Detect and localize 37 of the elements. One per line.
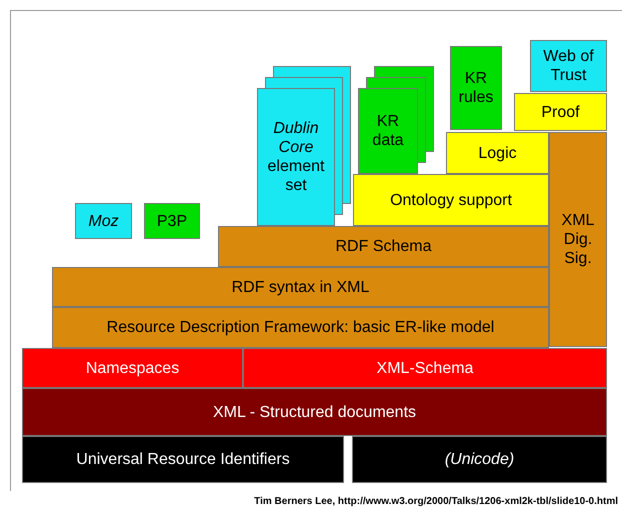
layer-label: KR rules — [458, 69, 494, 107]
layer-label: KR data — [371, 112, 405, 150]
layer-label: RDF syntax in XML — [232, 278, 370, 296]
layer-block — [144, 203, 200, 239]
layer-label: XML Dig. Sig. — [560, 211, 596, 268]
layer-label: XML - Structured documents — [212, 402, 416, 422]
layer-block — [530, 40, 607, 92]
card-stack — [358, 66, 434, 174]
layer-label: Moz — [88, 212, 119, 230]
layer-block — [52, 307, 549, 348]
layer-block — [75, 203, 132, 239]
layer-label: Proof — [541, 102, 580, 122]
layer-block — [243, 348, 607, 388]
layer-block — [22, 436, 344, 483]
layer-block — [352, 436, 607, 483]
card-stack — [257, 66, 351, 226]
layer-block — [353, 174, 549, 226]
source-caption: Tim Berners Lee, http://www.w3.org/2000/Talks/1206-xml2k-tbl/slide10-0.html — [254, 496, 618, 507]
layer-label: (Unicode) — [444, 450, 514, 469]
layer-block — [22, 348, 243, 388]
layer-label: Web of Trust — [542, 47, 595, 85]
layer-label: XML-Schema — [376, 358, 474, 378]
layer-block — [218, 226, 549, 267]
layer-block — [446, 132, 549, 174]
layer-label: Resource Description Framework: basic ER-like model — [106, 318, 494, 337]
layer-block — [52, 267, 549, 307]
layer-label: Namespaces — [86, 358, 180, 378]
layer-block — [22, 388, 607, 436]
layer-block — [549, 132, 607, 347]
layer-label: P3P — [156, 212, 188, 230]
layer-label: RDF Schema — [335, 237, 432, 256]
layer-label: Ontology support — [390, 190, 512, 210]
layer-block — [450, 46, 502, 130]
layer-label: Logic — [478, 144, 517, 162]
layer-label: Dublin Core element set — [266, 119, 326, 195]
layer-label: Universal Resource Identifiers — [76, 450, 290, 469]
layer-block — [514, 93, 607, 131]
